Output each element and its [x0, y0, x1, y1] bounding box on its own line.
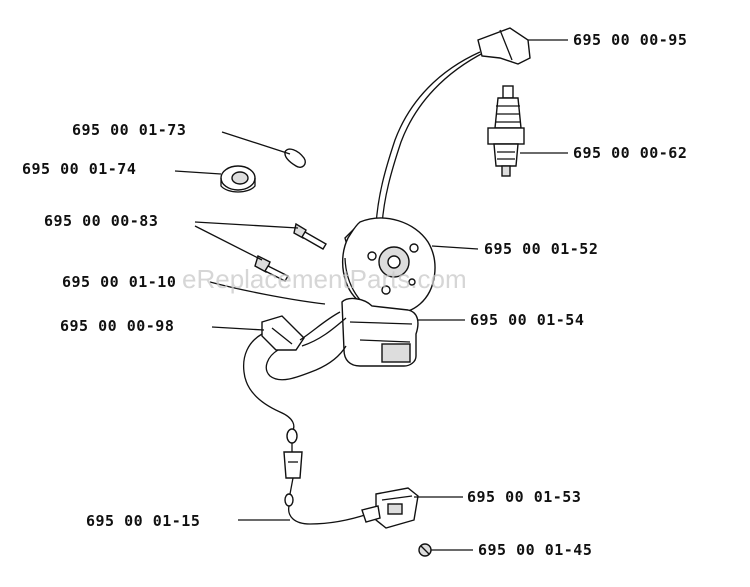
part-label-695-00-00-95[interactable]: 695 00 00-95	[573, 31, 687, 49]
harness-connector-drawing	[242, 311, 347, 433]
screw-lower-drawing	[254, 255, 289, 282]
leader-lines	[174, 39, 568, 551]
part-label-695-00-01-15[interactable]: 695 00 01-15	[86, 512, 200, 530]
terminal-drawing	[283, 428, 369, 525]
part-label-695-00-01-73[interactable]: 695 00 01-73	[72, 121, 186, 139]
switch-drawing	[361, 487, 419, 529]
watermark: eReplacementParts.com	[182, 264, 467, 294]
screw-upper-drawing	[293, 222, 327, 250]
part-label-695-00-01-74[interactable]: 695 00 01-74	[22, 160, 136, 178]
part-label-695-00-01-45[interactable]: 695 00 01-45	[478, 541, 592, 559]
part-label-695-00-00-62[interactable]: 695 00 00-62	[573, 144, 687, 162]
part-label-695-00-00-98[interactable]: 695 00 00-98	[60, 317, 174, 335]
part-label-695-00-01-53[interactable]: 695 00 01-53	[467, 488, 581, 506]
clip-drawing	[284, 148, 306, 168]
coil-bracket-drawing	[341, 297, 419, 367]
part-label-695-00-01-52[interactable]: 695 00 01-52	[484, 240, 598, 258]
spark-plug-drawing	[487, 85, 525, 177]
nut-drawing	[220, 165, 256, 193]
part-label-695-00-01-10[interactable]: 695 00 01-10	[62, 273, 176, 291]
spark-plug-boot-drawing	[375, 27, 531, 226]
part-label-695-00-01-54[interactable]: 695 00 01-54	[470, 311, 584, 329]
wire-drawing	[209, 281, 326, 305]
small-screw-drawing	[418, 543, 432, 557]
part-label-695-00-00-83[interactable]: 695 00 00-83	[44, 212, 158, 230]
